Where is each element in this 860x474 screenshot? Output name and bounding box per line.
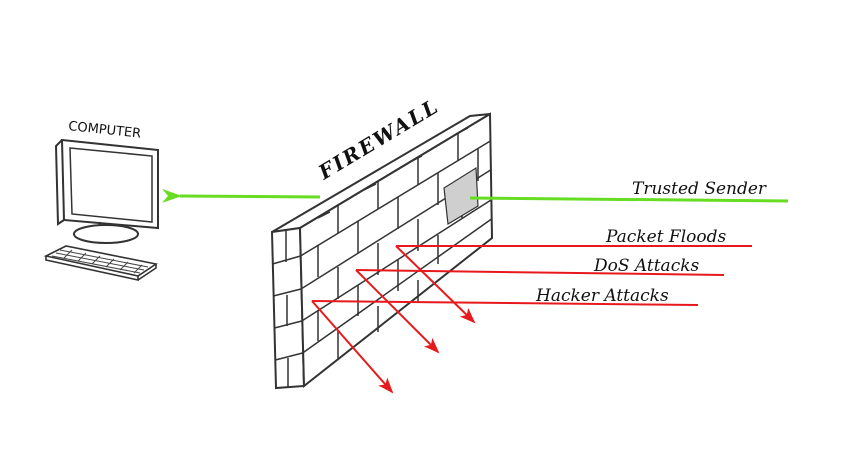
packet-floods-label: Packet Floods: [605, 227, 727, 247]
firewall-breach: [443, 166, 479, 225]
dos-attacks-label: DoS Attacks: [593, 256, 700, 276]
threat-labels: Packet Floods DoS Attacks Hacker Attacks: [535, 227, 727, 306]
dos-attacks-deflect-arrow: [355, 269, 440, 354]
trusted-arrow: [469, 196, 789, 203]
hacker-attacks-line: [311, 300, 699, 306]
dos-attacks-path: [355, 269, 725, 354]
keyboard-icon: [43, 245, 159, 281]
packet-floods-path: [395, 245, 752, 324]
computer-label: COMPUTER: [68, 119, 142, 142]
threat-paths: [311, 245, 752, 394]
trusted-arrow-inbound: [161, 188, 321, 203]
desktop-monitor-icon: [54, 138, 159, 244]
computer-group: COMPUTER: [43, 119, 159, 281]
trusted-sender-label: Trusted Sender: [632, 179, 767, 199]
dos-attacks-line: [355, 269, 725, 276]
trusted-sender-path: Trusted Sender: [161, 179, 789, 203]
hacker-attacks-deflect-arrow: [311, 300, 394, 394]
firewall-wall: [270, 112, 494, 390]
packet-floods-deflect-arrow: [395, 245, 476, 324]
hacker-attacks-label: Hacker Attacks: [535, 286, 669, 306]
hacker-attacks-path: [311, 300, 699, 394]
